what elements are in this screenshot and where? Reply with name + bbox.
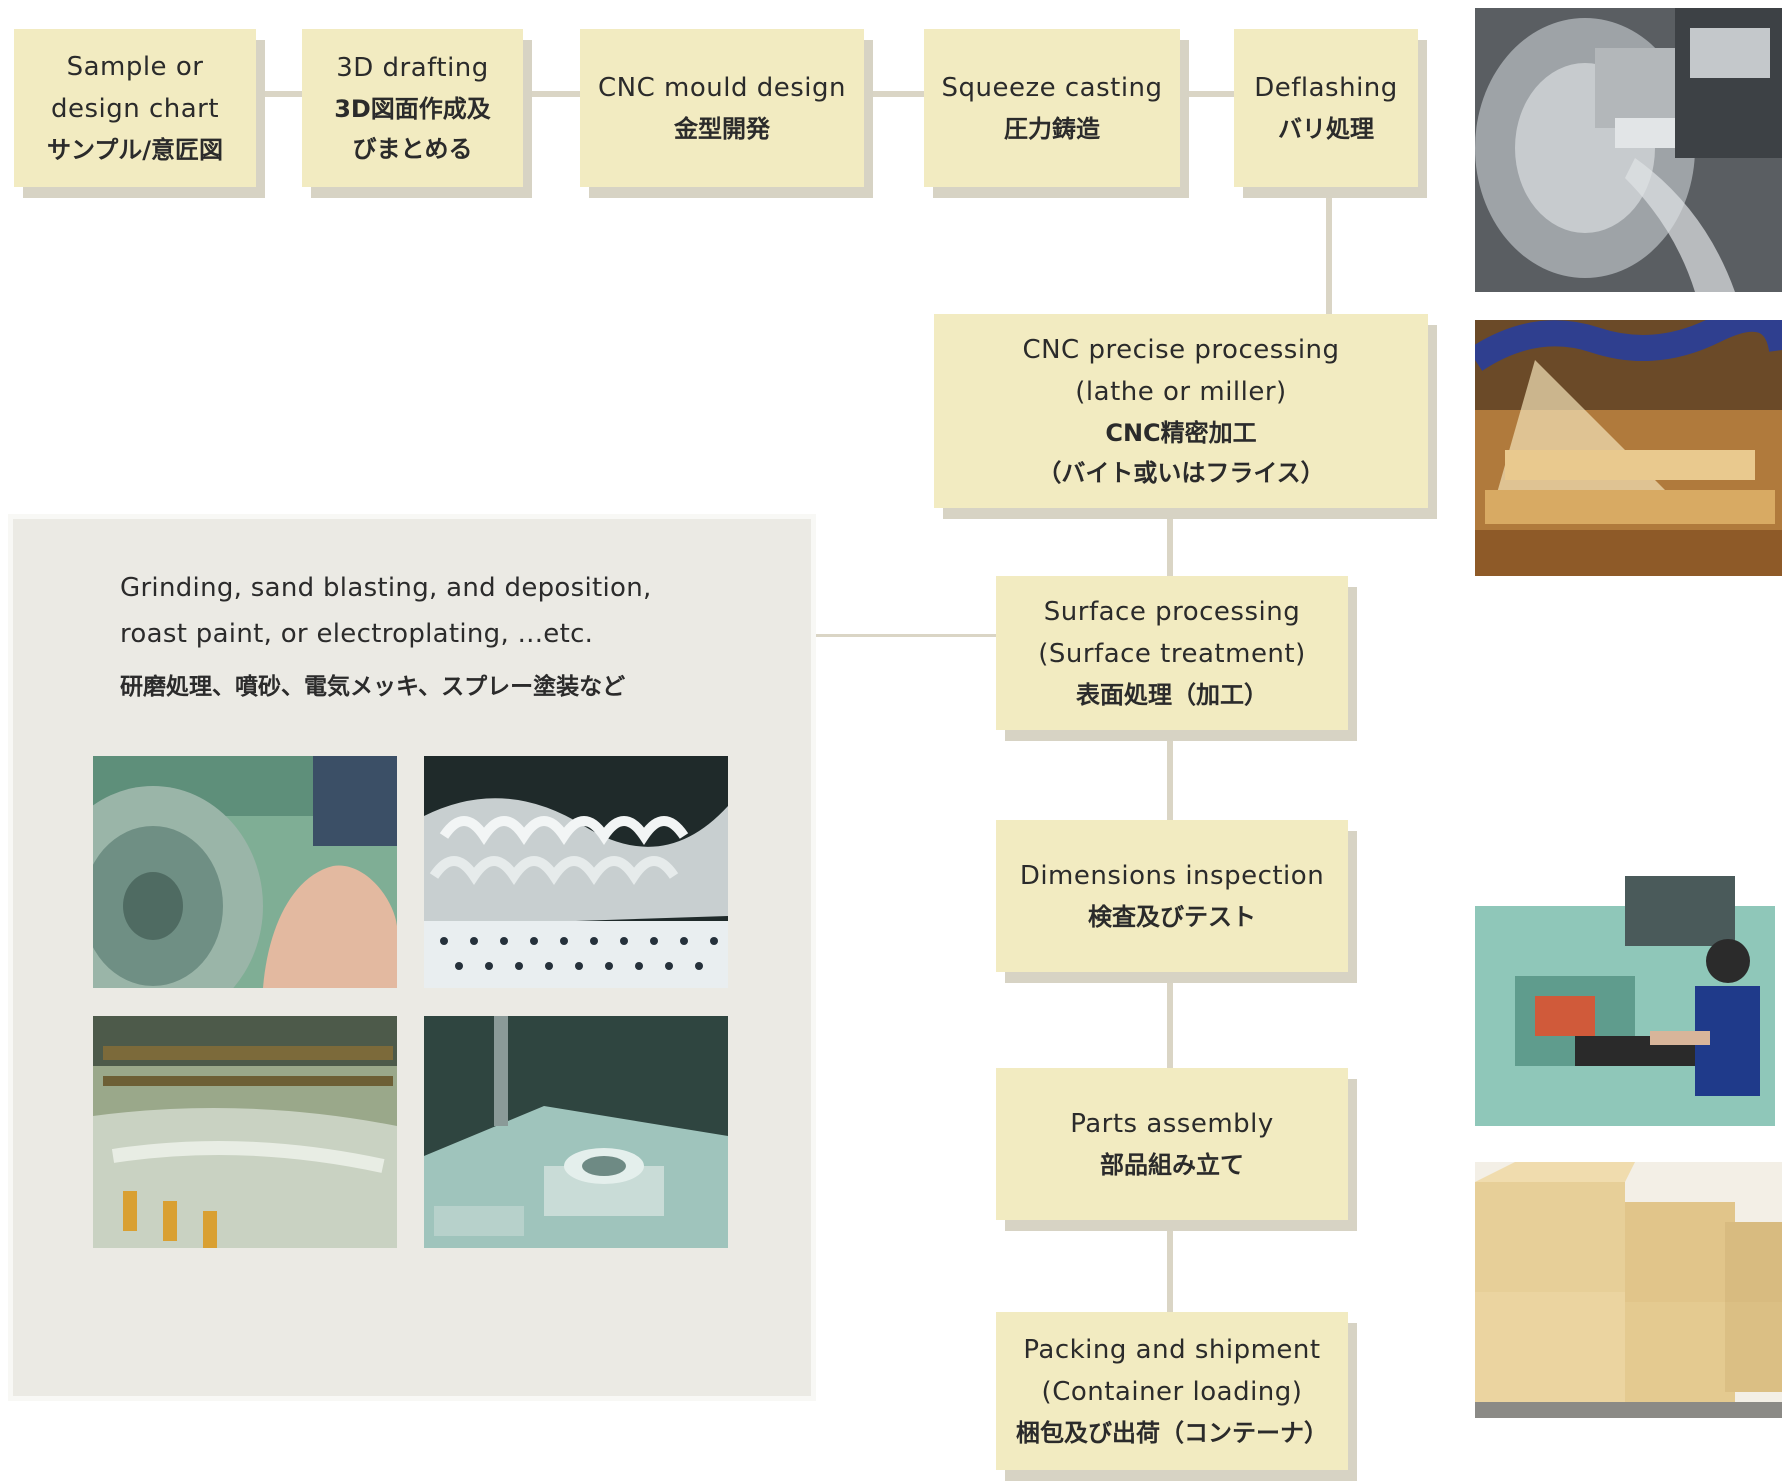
sandblast-photo [424, 756, 728, 988]
step-cnc-jp-1: CNC精密加工 [1105, 419, 1257, 447]
step-drafting-en-1: 3D drafting [336, 53, 489, 83]
connector-panel-surface [816, 634, 996, 637]
step-casting-jp-1: 圧力鋳造 [1004, 115, 1100, 143]
step-inspect-en-1: Dimensions inspection [1019, 861, 1325, 891]
step-drafting-jp-1: 3D図面作成及 [334, 95, 491, 123]
step-packing-en-2: (Container loading) [1041, 1377, 1303, 1407]
grinding-photo [93, 756, 397, 988]
step-sample-en-2: design chart [50, 94, 220, 124]
step-deflash-jp-1: バリ処理 [1278, 115, 1374, 143]
surface-detail-text: Grinding, sand blasting, and deposition,… [120, 565, 652, 707]
connector-assembly-packing [1167, 1220, 1173, 1312]
step-packing: Packing and shipment (Container loading)… [996, 1312, 1348, 1470]
connector-sample-drafting [256, 91, 302, 97]
step-assembly-en-1: Parts assembly [1070, 1109, 1274, 1139]
connector-inspect-assembly [1167, 972, 1173, 1068]
step-assembly: Parts assembly 部品組み立て [996, 1068, 1348, 1220]
cnc-milling-photo [1475, 320, 1782, 576]
connector-casting-deflash [1180, 91, 1234, 97]
step-mould-en-1: CNC mould design [598, 73, 846, 103]
surface-detail-jp-1: 研磨処理、噴砂、電気メッキ、スプレー塗装など [120, 674, 626, 700]
step-mould: CNC mould design 金型開発 [580, 29, 864, 187]
step-sample: Sample or design chart サンプル/意匠図 [14, 29, 256, 187]
connector-cnc-surface [1167, 508, 1173, 576]
cnc-lathe-photo [1475, 8, 1782, 292]
step-assembly-jp-1: 部品組み立て [1100, 1151, 1244, 1179]
step-deflash-en-1: Deflashing [1254, 73, 1398, 103]
connector-deflash-cnc [1326, 190, 1332, 314]
surface-detail-en-1: Grinding, sand blasting, and deposition, [120, 573, 652, 603]
step-drafting: 3D drafting 3D図面作成及 びまとめる [302, 29, 523, 187]
step-casting: Squeeze casting 圧力鋳造 [924, 29, 1180, 187]
step-cnc-jp-2: （バイト或いはフライス） [1037, 459, 1325, 487]
packing-photo [1475, 1162, 1782, 1418]
connector-surface-inspect [1167, 730, 1173, 820]
step-deflash: Deflashing バリ処理 [1234, 29, 1418, 187]
step-inspect: Dimensions inspection 検査及びテスト [996, 820, 1348, 972]
inspection-photo [1475, 876, 1782, 1130]
step-cnc: CNC precise processing (lathe or miller)… [934, 314, 1428, 508]
step-casting-en-1: Squeeze casting [941, 73, 1163, 103]
step-packing-jp-1: 梱包及び出荷（コンテーナ） [1016, 1419, 1328, 1447]
step-surface-en-2: (Surface treatment) [1038, 639, 1306, 669]
step-cnc-en-1: CNC precise processing [1022, 335, 1340, 365]
connector-mould-casting [864, 91, 924, 97]
step-surface: Surface processing (Surface treatment) 表… [996, 576, 1348, 730]
electroplating-photo [93, 1016, 397, 1248]
step-surface-en-1: Surface processing [1043, 597, 1301, 627]
step-packing-en-1: Packing and shipment [1023, 1335, 1321, 1365]
step-inspect-jp-1: 検査及びテスト [1088, 903, 1256, 931]
deposition-photo [424, 1016, 728, 1248]
surface-detail-en-2: roast paint, or electroplating, ...etc. [120, 619, 594, 649]
step-mould-jp-1: 金型開発 [674, 115, 770, 143]
step-sample-jp-1: サンプル/意匠図 [46, 136, 224, 164]
step-surface-jp-1: 表面処理（加工） [1076, 681, 1268, 709]
step-cnc-en-2: (lathe or miller) [1075, 377, 1287, 407]
step-sample-en-1: Sample or [66, 52, 204, 82]
step-drafting-jp-2: びまとめる [352, 135, 473, 163]
connector-drafting-mould [523, 91, 580, 97]
